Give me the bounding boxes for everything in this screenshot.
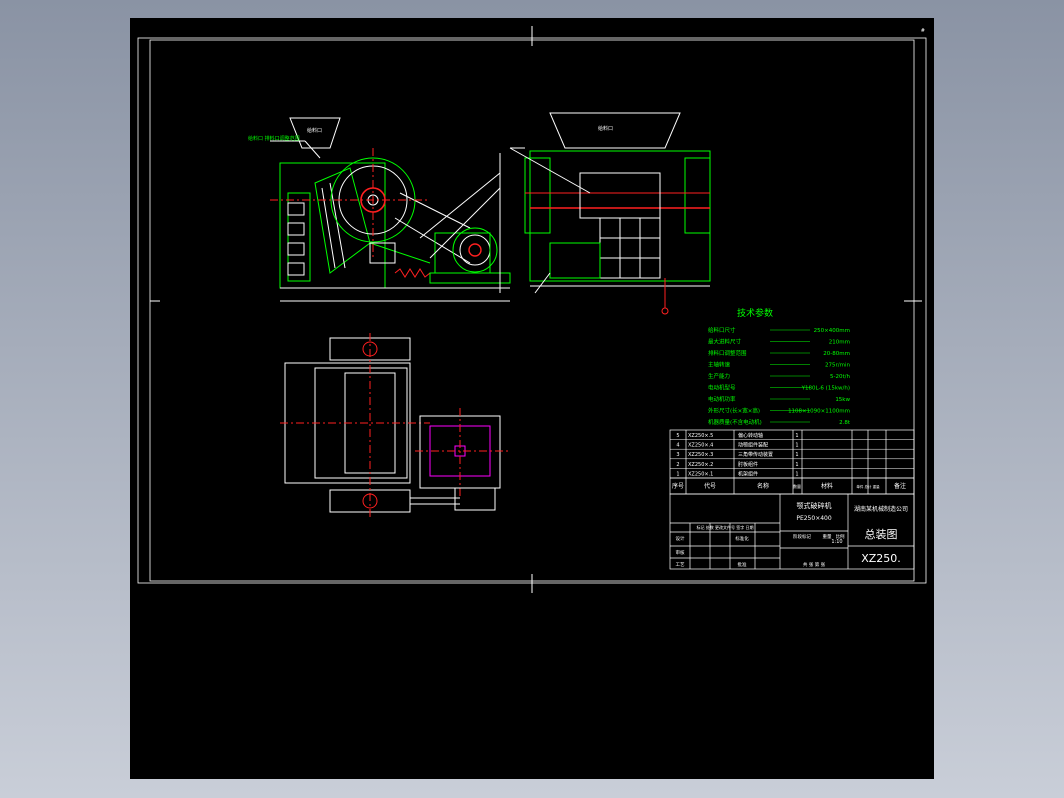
parts-cell-code: XZ250×.2 [688,462,713,468]
front-hopper [289,117,341,149]
front-hopper-label: 给料口 [307,127,322,134]
label-weight: 重量 [823,533,832,540]
parts-header: 序号 代号 名称 数量 材料 单件 总计 重量 备注 [672,482,906,490]
parts-cell-no: 4 [676,443,679,449]
parts-cell-qty: 1 [795,433,798,439]
parts-cell-qty: 1 [795,471,798,477]
tech-label: 主轴转速 [708,361,731,369]
tech-value: 275r/min [825,363,850,369]
front-note: 给料口 排料口调整范围 [248,135,300,142]
scale-value: 1:10 [831,539,842,545]
tech-value: Y180L-6 (15kw/h) [801,386,850,392]
label-scale: 比例 [836,533,845,540]
tech-rows: 给料口尺寸 250×400mm 最大进料尺寸 210mm 排料口调整范围 20-80mm 主… [708,326,851,426]
tech-label: 机器质量(不含电动机) [708,418,762,426]
parts-cell-no: 5 [676,433,679,439]
parts-cell-code: XZ250×.1 [688,471,713,477]
side-hopper [549,112,681,149]
inner-border [149,39,915,582]
tech-value: 20-80mm [823,351,850,357]
parts-cell-qty: 1 [795,462,798,468]
product-model: PE250×400 [796,515,832,522]
tech-value: 15kw [835,397,850,403]
tech-label: 生产能力 [708,372,730,380]
parts-cell-no: 3 [676,452,679,458]
tech-label: 最大进料尺寸 [708,338,742,346]
tech-params: 技术参数 给料口尺寸 250×400mm 最大进料尺寸 210mm 排料口调整范围 20-… [708,307,851,426]
title-block-text: 颚式破碎机 PE250×400 湖南某机械制造公司 总装图 XZ250. 1:1… [676,501,909,568]
label-approve: 批准 [738,561,747,568]
parts-cell-no: 1 [676,471,679,477]
label-stage: 阶段标记 [793,533,811,540]
company: 湖南某机械制造公司 [854,505,908,513]
side-view: 给料口 [509,112,711,315]
label-check: 审核 [676,549,685,556]
parts-cell-code: XZ250×.5 [688,433,713,439]
label-mark: 标记 处数 更改文件号 签字 日期 [696,524,753,530]
tech-label: 给料口尺寸 [708,326,736,334]
sheet-frame [137,26,927,593]
drawing-title: 总装图 [865,527,898,541]
parts-rows: 5 XZ250×.5 偏心转动轴 1 4 XZ250×.4 动颚组件装配 1 3 XZ250×.3… [670,432,914,479]
tech-value: 250×400mm [814,328,850,334]
parts-cell-name: 肘板组件 [738,461,758,468]
product-name: 颚式破碎机 [797,501,832,510]
label-standard: 标准化 [735,535,749,542]
title-block [669,493,915,570]
tech-label: 电动机功率 [708,395,736,403]
tech-value: 5-20t/h [830,374,850,380]
header-code: 代号 [704,482,716,490]
tech-label: 外形尺寸(长×宽×高) [708,407,760,415]
drawing-no: XZ250. [861,552,901,565]
header-remark: 备注 [894,482,906,490]
parts-cell-code: XZ250×.3 [688,452,713,458]
parts-list: 5 XZ250×.5 偏心转动轴 1 4 XZ250×.4 动颚组件装配 1 3 XZ250×.3… [669,429,915,495]
header-no: 序号 [672,482,684,490]
tech-title: 技术参数 [737,307,773,319]
header-qty: 数量 [793,483,801,489]
tech-value: 2.8t [839,420,851,426]
front-view: 给料口 给料口 排料口调整范围 [248,117,511,302]
tech-value: 1108×1090×1100mm [788,409,850,415]
side-hopper-label: 给料口 [598,125,613,132]
motor-pulley [452,227,498,273]
parts-cell-name: 机架组件 [738,470,758,477]
plan-view [280,333,510,518]
parts-cell-no: 2 [676,462,679,468]
tech-value: 210mm [829,340,850,346]
label-sheet: 共 张 第 张 [803,561,826,568]
drawing-sheet: 给料口 给料口 排料口调整范围 [137,26,927,593]
tech-label: 电动机型号 [708,384,736,392]
header-material: 材料 [821,482,833,490]
tech-label: 排料口调整范围 [708,349,747,357]
parts-cell-name: 动颚组件装配 [738,442,768,449]
parts-cell-code: XZ250×.4 [688,443,713,449]
sheet-symbol: # [921,28,925,34]
label-design: 设计 [676,535,685,542]
header-weight: 单件 总计 重量 [856,484,880,489]
label-process: 工艺 [676,562,685,568]
parts-cell-qty: 1 [795,452,798,458]
header-name: 名称 [757,482,769,490]
parts-cell-qty: 1 [795,443,798,449]
parts-cell-name: 三角带传动装置 [738,451,773,458]
parts-cell-name: 偏心转动轴 [738,432,763,439]
cad-viewport[interactable]: 给料口 给料口 排料口调整范围 [130,18,934,779]
